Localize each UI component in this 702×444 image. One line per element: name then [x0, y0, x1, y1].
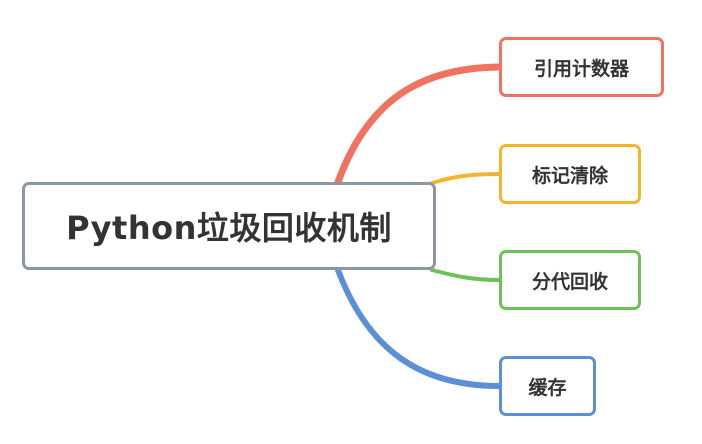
branch-node-reference-counter[interactable]: 引用计数器 [499, 37, 664, 97]
root-topic-label: Python垃圾回收机制 [66, 209, 392, 247]
root-topic-node[interactable]: Python垃圾回收机制 [22, 182, 436, 270]
branch-connector-4 [335, 267, 502, 389]
branch-label: 分代回收 [531, 270, 608, 293]
branch-label: 标记清除 [531, 164, 608, 187]
branch-connector-3 [430, 268, 501, 282]
branch-label: 引用计数器 [533, 57, 629, 80]
branch-node-mark-sweep[interactable]: 标记清除 [499, 144, 641, 204]
branch-connector-2 [430, 172, 501, 185]
branch-node-generational[interactable]: 分代回收 [499, 250, 641, 310]
branch-connector-1 [334, 63, 503, 186]
branch-label: 缓存 [528, 376, 567, 399]
branch-node-cache[interactable]: 缓存 [499, 356, 596, 416]
